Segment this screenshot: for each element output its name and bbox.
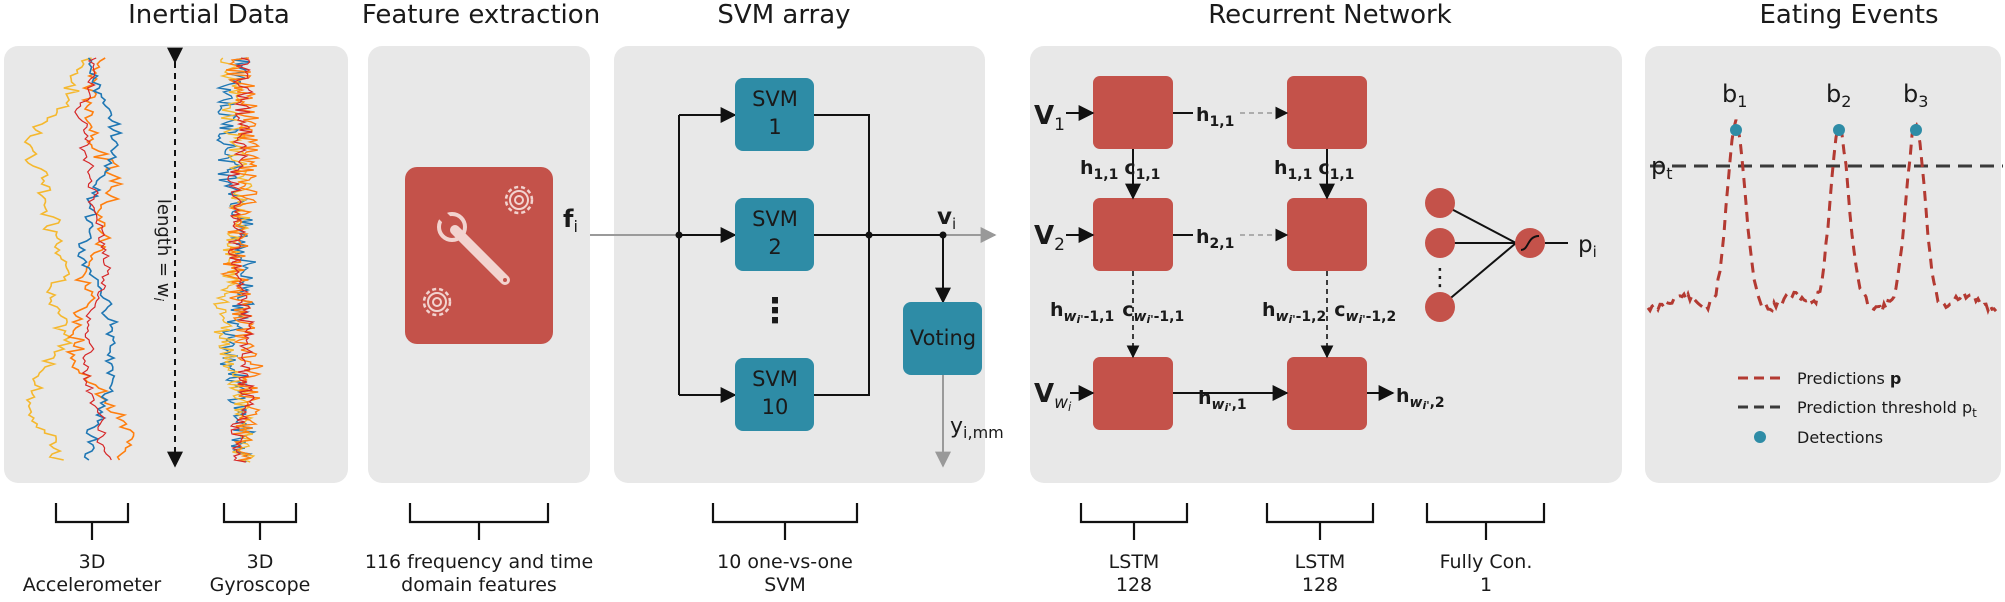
detection-b2 bbox=[1833, 124, 1845, 136]
signal-trace bbox=[64, 57, 135, 461]
detection-b1 bbox=[1730, 124, 1742, 136]
bracket-features bbox=[408, 503, 550, 540]
output-neuron bbox=[1515, 228, 1545, 258]
event-label-b3: b3 bbox=[1903, 80, 1928, 111]
event-label-b1: b1 bbox=[1722, 80, 1747, 111]
lstm-cell-1-2 bbox=[1287, 76, 1367, 149]
event-label-b2: b2 bbox=[1826, 80, 1851, 111]
svm-box-10-number: 10 bbox=[762, 395, 789, 419]
title-inertial-data: Inertial Data bbox=[128, 0, 290, 30]
caption-features-2: domain features bbox=[401, 574, 557, 596]
threshold-label: pt bbox=[1651, 152, 1673, 183]
caption-gyroscope-1: 3D bbox=[247, 551, 274, 573]
signal-trace bbox=[77, 57, 124, 461]
title-recurrent-network: Recurrent Network bbox=[1208, 0, 1452, 30]
hidden-state-hw1: hwi',1 bbox=[1198, 387, 1247, 414]
signal-trace bbox=[219, 57, 264, 463]
prediction-curve bbox=[1646, 119, 1998, 317]
gyroscope-signal bbox=[212, 57, 264, 463]
svm-vector-label: vi bbox=[937, 204, 956, 233]
title-svm-array: SVM array bbox=[717, 0, 850, 30]
svm-box-1-label: SVM bbox=[752, 87, 798, 111]
svm-box-2-number: 2 bbox=[768, 235, 781, 259]
lstm-cell-2-2 bbox=[1287, 198, 1367, 271]
title-eating-events: Eating Events bbox=[1759, 0, 1938, 30]
gear-icon bbox=[504, 185, 534, 215]
svm-box-2-label: SVM bbox=[752, 207, 798, 231]
legend-detection-swatch bbox=[1754, 431, 1766, 443]
input-vw: Vwi bbox=[1034, 379, 1072, 414]
bracket-fully-connected bbox=[1425, 503, 1546, 540]
legend-detection-label: Detections bbox=[1797, 428, 1883, 447]
signal-trace bbox=[212, 57, 256, 463]
svm-ellipsis: ⋮ bbox=[758, 291, 792, 331]
output-label: pi bbox=[1578, 232, 1597, 261]
wrench-icon bbox=[437, 210, 510, 285]
caption-gyroscope-2: Gyroscope bbox=[210, 574, 311, 596]
caption-accelerometer-2: Accelerometer bbox=[23, 574, 162, 596]
svm-box-2 bbox=[735, 198, 814, 271]
gear-icon bbox=[422, 287, 452, 317]
svm-box-1 bbox=[735, 78, 814, 151]
voting-box bbox=[903, 302, 982, 375]
legend-prediction-label: Predictions p bbox=[1797, 369, 1901, 388]
svm-box-1-number: 1 bbox=[768, 115, 781, 139]
length-label: length = wi bbox=[150, 199, 174, 302]
svm-box-10 bbox=[735, 358, 814, 431]
caption-svm-1: 10 one-vs-one bbox=[717, 551, 853, 573]
sigmoid-icon bbox=[1520, 235, 1540, 251]
fc-ellipsis: ⋮ bbox=[1428, 263, 1452, 291]
caption-svm-2: SVM bbox=[764, 574, 805, 596]
caption-fully-connected-2: 1 bbox=[1480, 574, 1492, 596]
fc-neuron-1 bbox=[1425, 188, 1455, 218]
feature-vector-label: fi bbox=[563, 205, 578, 236]
accelerometer-signal bbox=[23, 57, 135, 461]
hidden-state-h11: h1,1 bbox=[1196, 104, 1234, 130]
caption-accelerometer-1: 3D bbox=[79, 551, 106, 573]
voting-label: Voting bbox=[910, 326, 976, 350]
hidden-state-h21: h2,1 bbox=[1196, 226, 1234, 252]
signal-trace bbox=[23, 57, 92, 461]
hidden-state-hw2: hwi',2 bbox=[1396, 385, 1445, 412]
bracket-svm bbox=[711, 503, 859, 540]
legend-threshold-label: Prediction threshold pt bbox=[1797, 398, 1977, 420]
lstm-cell-w-1 bbox=[1093, 357, 1173, 430]
bracket-lstm-1 bbox=[1079, 503, 1189, 540]
lstm-cell-2-1 bbox=[1093, 198, 1173, 271]
signal-trace bbox=[227, 57, 256, 463]
signal-trace bbox=[74, 57, 112, 461]
fc-neuron-3 bbox=[1425, 292, 1455, 322]
panel-events bbox=[1645, 46, 2001, 483]
fc-neuron-2 bbox=[1425, 228, 1455, 258]
caption-fully-connected-1: Fully Con. bbox=[1440, 551, 1533, 573]
title-feature-extraction: Feature extraction bbox=[362, 0, 600, 30]
vote-output-label: yi,mm bbox=[950, 414, 1004, 442]
bracket-accelerometer bbox=[54, 503, 130, 540]
bracket-gyroscope bbox=[222, 503, 298, 540]
caption-features-1: 116 frequency and time bbox=[365, 551, 593, 573]
svm-output-bus bbox=[814, 114, 870, 396]
bracket-lstm-2 bbox=[1265, 503, 1375, 540]
lstm-cell-w-2 bbox=[1287, 357, 1367, 430]
caption-lstm-1-1: LSTM bbox=[1109, 551, 1160, 573]
caption-lstm-2-2: 128 bbox=[1302, 574, 1338, 596]
lstm-cell-1-1 bbox=[1093, 76, 1173, 149]
input-v2: V2 bbox=[1034, 221, 1065, 255]
detection-b3 bbox=[1910, 124, 1922, 136]
fc-link-3 bbox=[1439, 242, 1517, 308]
caption-lstm-1-2: 128 bbox=[1116, 574, 1152, 596]
caption-lstm-2-1: LSTM bbox=[1295, 551, 1346, 573]
svm-box-10-label: SVM bbox=[752, 367, 798, 391]
input-v1: V1 bbox=[1034, 101, 1065, 135]
